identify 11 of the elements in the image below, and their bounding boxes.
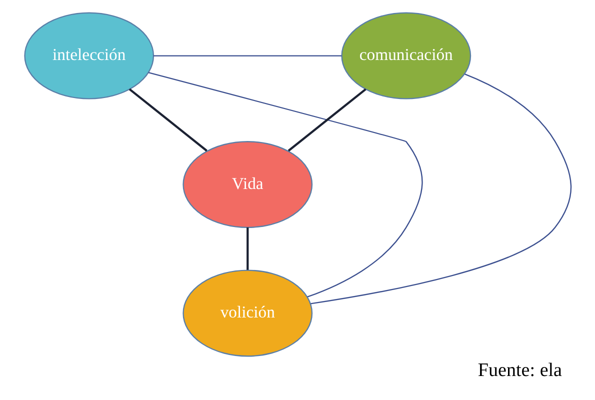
node-ellipse: Vida (182, 141, 312, 228)
node-ellipse: comunicación (340, 12, 471, 100)
connector (287, 88, 366, 152)
caption: Fuente: ela (477, 360, 562, 382)
connector (128, 88, 207, 152)
connector (246, 227, 248, 270)
node-ellipse: intelección (24, 12, 154, 100)
connector (153, 55, 342, 56)
node-ellipse: volición (182, 270, 312, 357)
connector (148, 72, 422, 298)
connector (310, 73, 572, 304)
